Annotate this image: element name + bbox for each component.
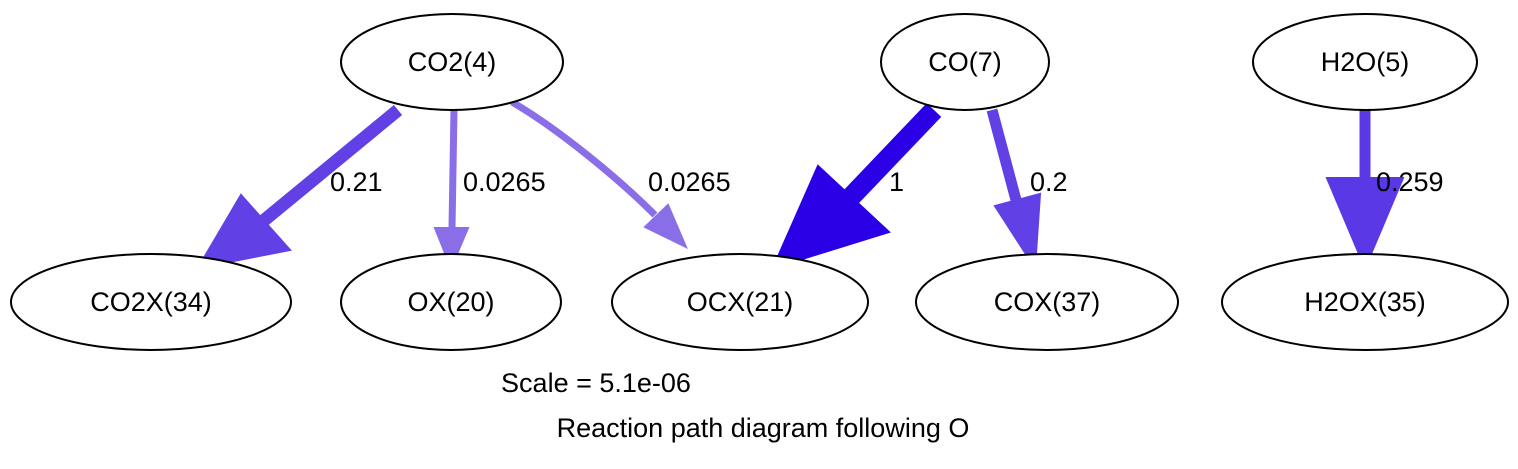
edge-label-h2o-h2ox: 0.259 xyxy=(1376,167,1444,197)
edge-co-ocx xyxy=(771,103,942,270)
node-cox: COX(37) xyxy=(915,253,1179,351)
node-co: CO(7) xyxy=(880,13,1050,111)
edge-co-cox xyxy=(986,108,1042,272)
edge-label-co2-ox: 0.0265 xyxy=(463,167,546,197)
node-label-h2o: H2O(5) xyxy=(1321,47,1410,77)
diagram-caption: Reaction path diagram following O xyxy=(557,413,970,443)
edge-label-co2-co2x: 0.21 xyxy=(330,167,383,197)
node-label-ox: OX(20) xyxy=(407,287,494,317)
node-label-cox: COX(37) xyxy=(994,287,1101,317)
node-label-co2x: CO2X(34) xyxy=(90,287,212,317)
edge-label-co-ocx: 1 xyxy=(889,167,904,197)
edge-label-co-cox: 0.2 xyxy=(1030,167,1068,197)
node-co2: CO2(4) xyxy=(340,13,564,111)
node-h2o: H2O(5) xyxy=(1252,13,1478,111)
node-label-co2: CO2(4) xyxy=(408,47,497,77)
node-label-h2ox: H2OX(35) xyxy=(1304,287,1426,317)
node-h2ox: H2OX(35) xyxy=(1221,253,1509,351)
scale-label: Scale = 5.1e-06 xyxy=(501,368,691,398)
edge-h2o-h2ox xyxy=(1325,110,1405,271)
node-ocx: OCX(21) xyxy=(611,253,869,351)
node-label-ocx: OCX(21) xyxy=(687,287,794,317)
node-ox: OX(20) xyxy=(340,253,562,351)
edge-co2-ox xyxy=(433,109,470,271)
node-co2x: CO2X(34) xyxy=(10,253,292,351)
node-label-co: CO(7) xyxy=(928,47,1002,77)
edge-label-co2-ocx: 0.0265 xyxy=(648,167,731,197)
edge-co2-ocx xyxy=(510,98,688,250)
edge-co2-co2x xyxy=(196,104,403,270)
